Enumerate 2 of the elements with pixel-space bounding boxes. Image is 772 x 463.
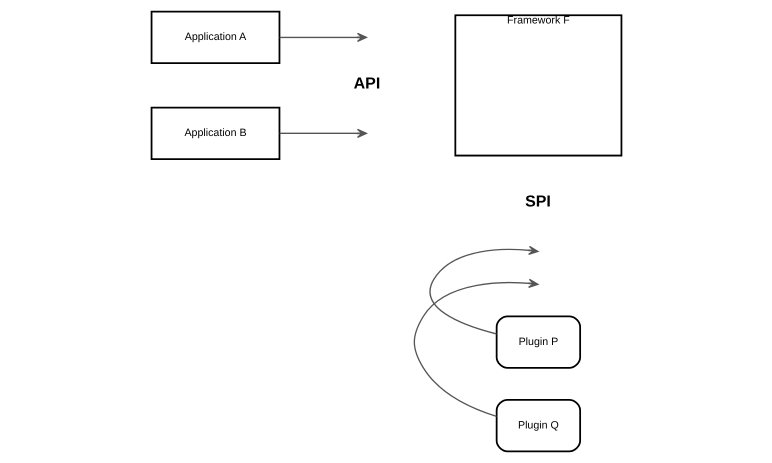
label: API: [353, 75, 380, 92]
label: SPI: [524, 194, 550, 211]
